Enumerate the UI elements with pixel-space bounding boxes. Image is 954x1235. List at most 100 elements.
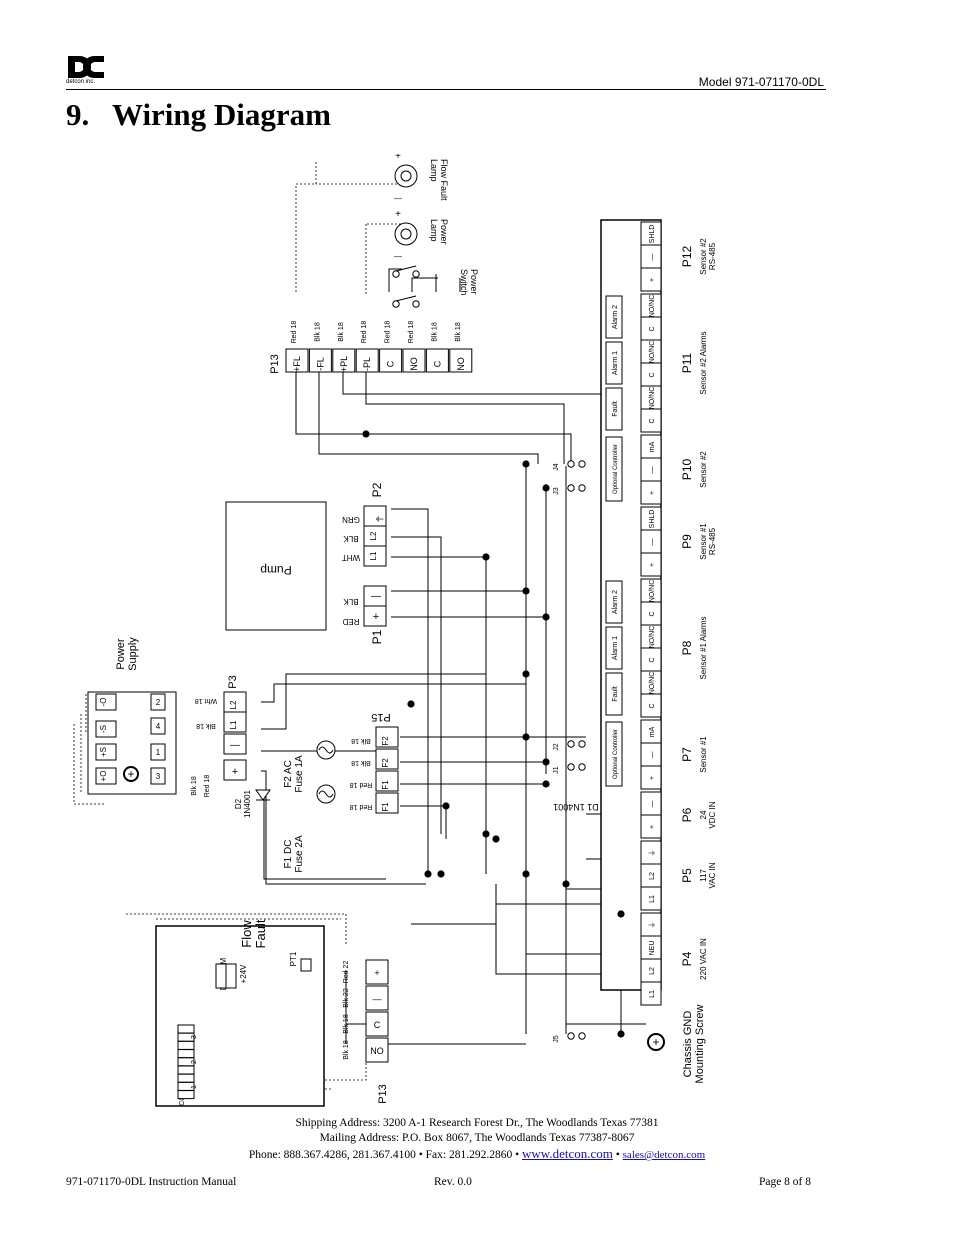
ps-ground-plus: +	[127, 767, 134, 781]
p4-label: P4	[680, 951, 694, 966]
pump-wire-label: WHT	[342, 553, 360, 562]
ps-wire-label: Red 18	[204, 775, 211, 798]
junction-dot	[562, 880, 570, 888]
power-switch-label: Switch	[459, 269, 469, 296]
p13-pin-box	[355, 348, 379, 373]
p3-pin: L1	[229, 720, 238, 729]
p13-pin-label: C	[432, 360, 442, 367]
p11-pin-label: C	[649, 326, 656, 331]
ps-terminal	[95, 743, 117, 761]
pump-wire	[391, 536, 442, 834]
p13-pin-box	[379, 348, 403, 373]
wire	[73, 724, 106, 805]
p10-desc: Sensor #2	[699, 451, 708, 488]
p3-pin: —	[230, 740, 240, 751]
d2-label: D2	[234, 798, 243, 809]
pump-label: Pump	[260, 563, 292, 577]
lamp-filament	[400, 228, 412, 240]
jumper-pin	[567, 460, 575, 468]
p15-pin: F2	[381, 758, 390, 768]
p3-pin-box	[223, 733, 247, 755]
p1-pin-box	[363, 605, 387, 627]
p11-label: P11	[680, 352, 694, 373]
p8-pin-label: C	[649, 657, 656, 662]
p4-desc: 220 VAC IN	[699, 938, 708, 980]
p9-pin-box	[640, 552, 662, 577]
p13-wire-label: Blk 18	[314, 322, 321, 342]
p8-pin-box	[640, 693, 662, 718]
p13b-pin-box	[365, 1011, 389, 1037]
pt1-label: PT1	[289, 951, 298, 966]
email-link[interactable]: sales@detcon.com	[622, 1149, 706, 1161]
junction-dot	[617, 1030, 625, 1038]
p13-wire-label: Blk 18	[455, 322, 462, 342]
p8-desc: Sensor #1 Alarms	[699, 616, 708, 679]
p15-wire-label: Blk 18	[351, 759, 371, 766]
wire	[261, 770, 426, 885]
dc-terminal	[225, 963, 237, 989]
manual-name: 971-071170-0DL Instruction Manual	[66, 1176, 237, 1188]
jumper-pin	[578, 740, 586, 748]
p8-pin-label: NO/NC	[649, 580, 656, 603]
junction-dot	[424, 870, 432, 878]
p12-desc: Sensor #2	[699, 238, 708, 275]
wire	[388, 268, 402, 292]
f2-label: F2 AC	[283, 760, 294, 788]
switch-lever	[395, 295, 417, 302]
p6-pin-label: +	[649, 825, 656, 829]
wire	[400, 805, 447, 839]
p13-pin-box	[449, 348, 473, 373]
p8-alarm-label: Fault	[612, 686, 619, 702]
p11-alarm-label: Alarm 2	[612, 305, 619, 329]
jumper-pin	[567, 484, 575, 492]
relay-terminal	[177, 1065, 195, 1075]
jumper-pin	[578, 484, 586, 492]
junction-dot	[542, 758, 550, 766]
wire	[261, 683, 526, 703]
p8-alarm-box	[605, 626, 623, 670]
p13b-pin-box	[365, 985, 389, 1011]
website-link[interactable]: www.detcon.com	[522, 1146, 613, 1161]
power-switch-label: Power	[469, 269, 479, 295]
relay-number: 2	[191, 1060, 198, 1064]
p13-wire-label: Red 18	[361, 321, 368, 344]
p9-pin-label: SHLD	[649, 510, 656, 529]
p12-pin-box	[640, 267, 662, 292]
p15-wire-label: Red 18	[350, 781, 373, 788]
p10-pin-label: mA	[649, 441, 656, 452]
jumper-pin	[578, 1032, 586, 1040]
p8-pin-label: NO/NC	[649, 672, 656, 695]
ps-wire-label: Blk 18	[191, 776, 198, 796]
ps-wire-label: Wht 18	[195, 697, 217, 704]
diode-d2	[255, 789, 271, 801]
p2-pin: L1	[369, 551, 378, 560]
p4-pin-label: ⏚	[648, 922, 656, 929]
power-supply-label: Supply	[127, 637, 139, 671]
chassis-ground-icon	[647, 1033, 665, 1051]
ps-num-box	[150, 767, 166, 785]
p5-label: P5	[680, 868, 694, 883]
p1-label: P1	[370, 629, 384, 644]
p13-wire-label: Red 18	[291, 321, 298, 344]
p15-wire-label: Blk 18	[351, 737, 371, 744]
ps-num-box	[150, 693, 166, 711]
relay-terminal	[177, 1073, 195, 1083]
p12-pin-label: +	[649, 278, 656, 282]
chassis-ground-plus: +	[652, 1035, 659, 1049]
dc-terminal	[215, 963, 227, 989]
model-number: Model 971-071170-0DL	[698, 75, 824, 89]
pump-wire	[391, 556, 487, 874]
p13-pin-box	[332, 348, 356, 373]
p7-pin-label: mA	[649, 726, 656, 737]
p13b-wire-label: Blk 22	[343, 988, 350, 1008]
p2-pin: L2	[369, 531, 378, 540]
p3-pin-box	[223, 711, 247, 733]
junction-dot	[442, 802, 450, 810]
ps-num: 4	[156, 722, 161, 731]
p13-pin-box	[285, 348, 309, 373]
ps-num-box	[150, 743, 166, 761]
p4-pin-label: L1	[649, 990, 656, 998]
p13-pin-label: NO	[456, 357, 466, 371]
junction-dot	[522, 870, 530, 878]
jumper-pin	[578, 460, 586, 468]
